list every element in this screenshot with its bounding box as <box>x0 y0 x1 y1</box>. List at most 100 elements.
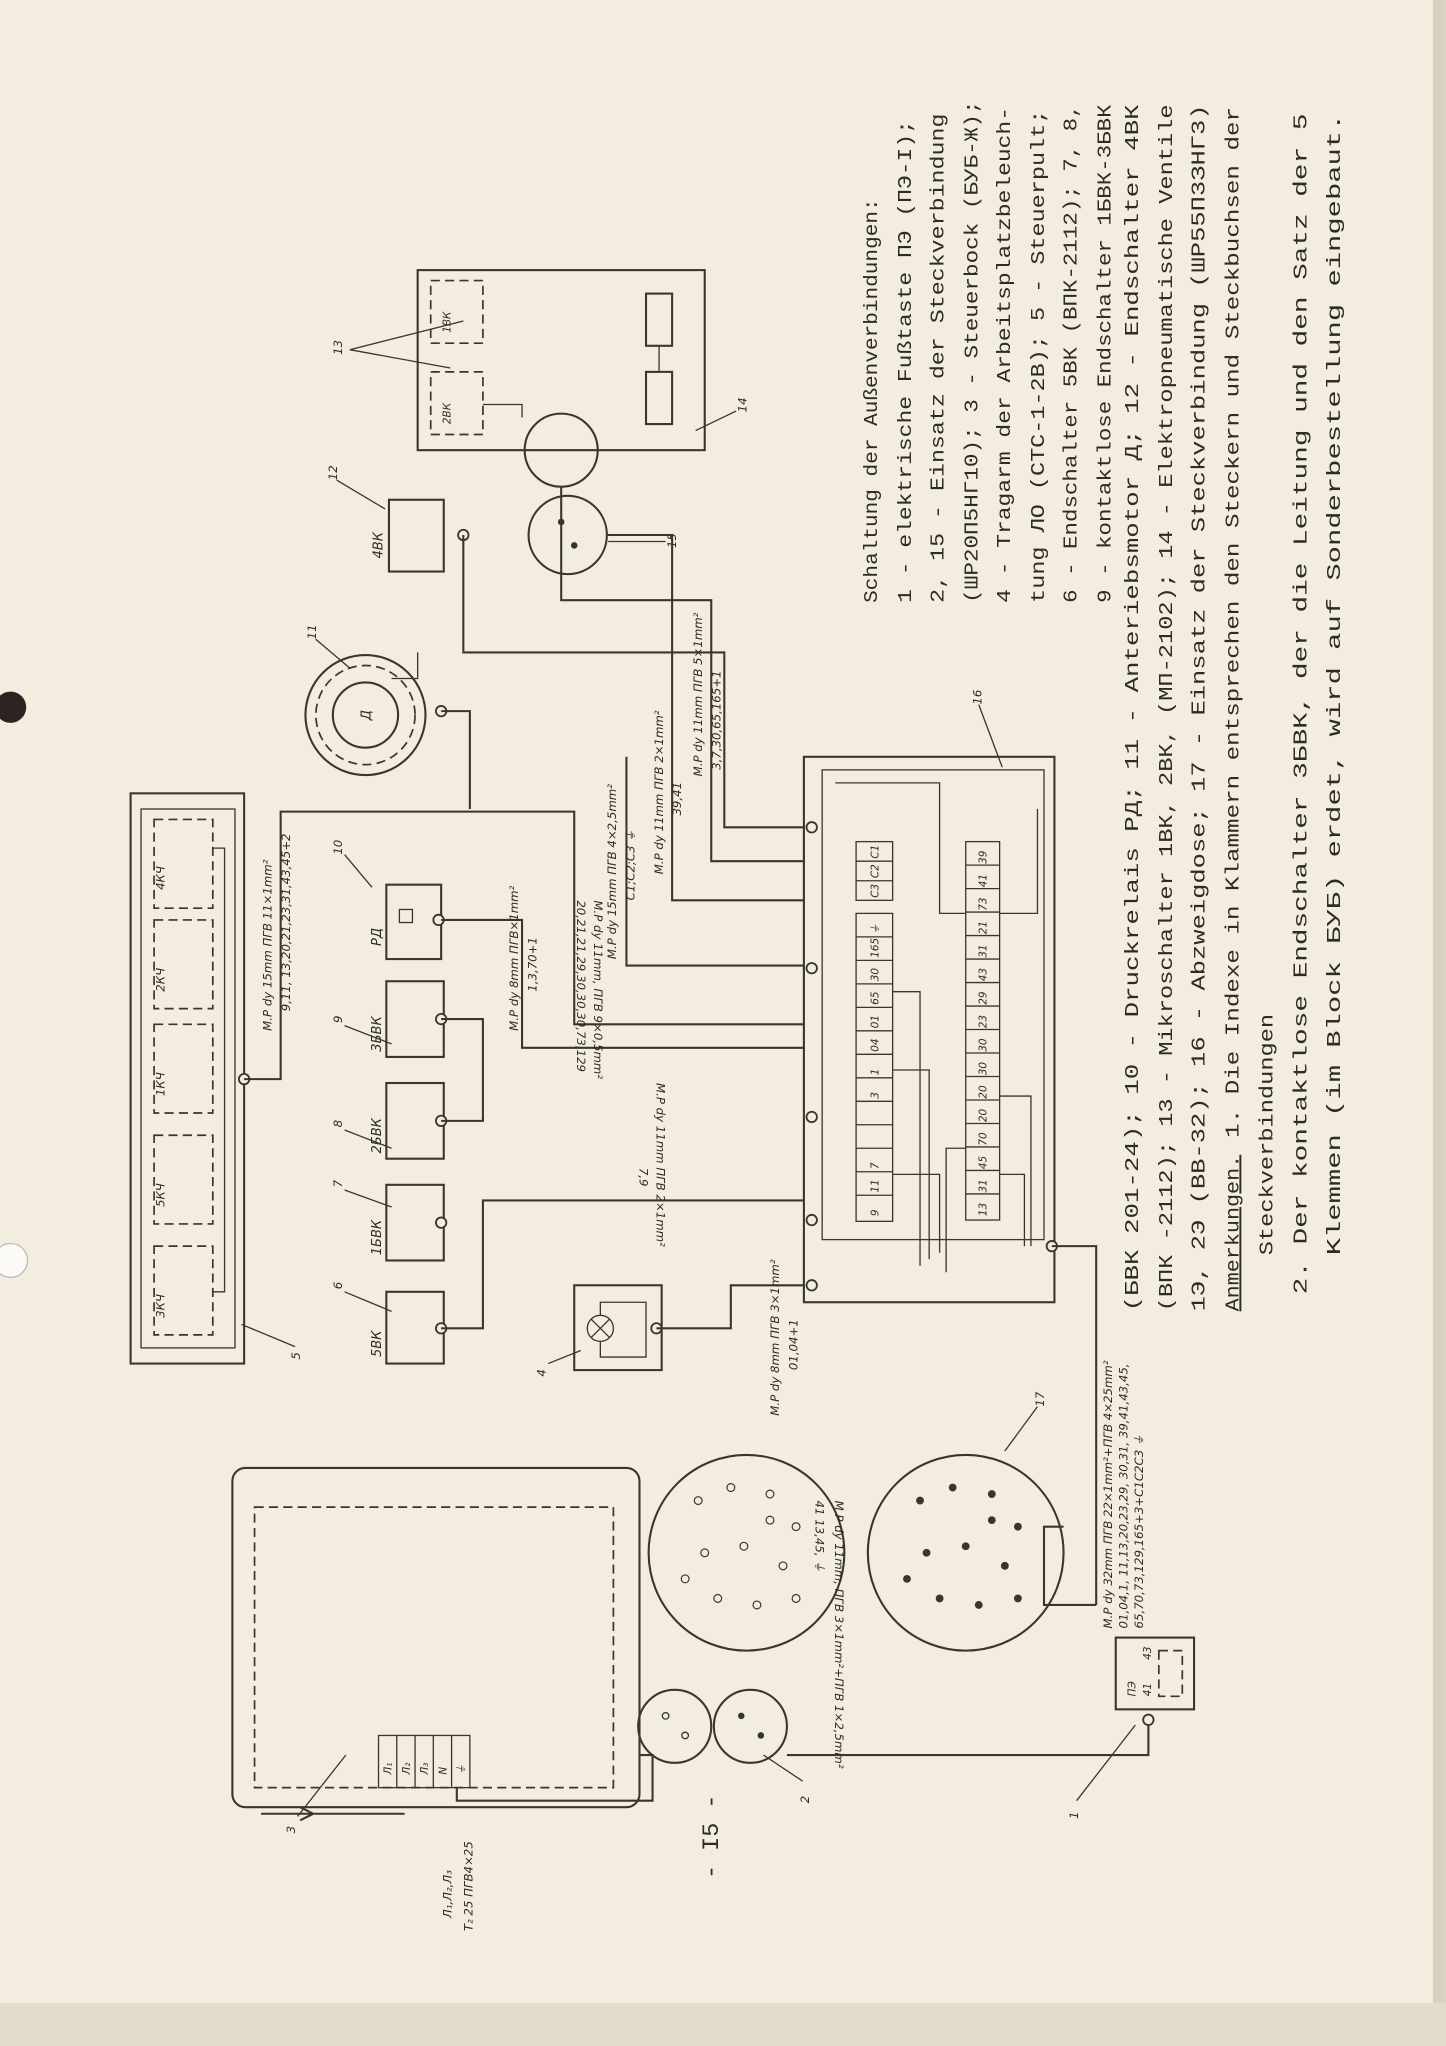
valve-1e <box>644 370 674 426</box>
svg-text:C2: C2 <box>869 864 881 878</box>
kontaktlos-3bbk: 3БВК <box>370 980 448 1058</box>
svg-text:17: 17 <box>1033 1391 1047 1406</box>
svg-text:1БВК: 1БВК <box>370 1219 385 1255</box>
svg-text:43: 43 <box>1142 1646 1154 1659</box>
lamp-tragarm <box>573 1284 663 1372</box>
kontaktlos-2bbk: 2БВК <box>370 1081 448 1160</box>
svg-text:29: 29 <box>978 991 990 1004</box>
svg-text:5ВК: 5ВК <box>370 1330 385 1357</box>
svg-text:01: 01 <box>869 1015 881 1028</box>
svg-text:2: 2 <box>798 1796 812 1803</box>
kontaktlos-1bbk: 1БВК <box>370 1183 448 1262</box>
svg-text:10: 10 <box>331 840 345 855</box>
svg-text:M.P dy 11mm, ПГВ 9×0,5mm²: M.P dy 11mm, ПГВ 9×0,5mm² <box>591 900 605 1079</box>
steuerbock: Л₁ Л₂ Л₃ N ⏚ <box>231 1466 641 1809</box>
svg-text:9,11, 13,20,21,23,31,43,45+2: 9,11, 13,20,21,23,31,43,45+2 <box>279 833 293 1011</box>
svg-text:ПЭ: ПЭ <box>1126 1680 1138 1696</box>
svg-text:3,7,30,65,165+1: 3,7,30,65,165+1 <box>709 670 723 769</box>
svg-text:1: 1 <box>869 1069 881 1076</box>
svg-text:41 13,45, ⏚: 41 13,45, ⏚ <box>813 1501 827 1572</box>
svg-text:7: 7 <box>869 1162 881 1169</box>
svg-text:M.P dy 11mm, ПГВ 3×1mm²+ПГВ 1×: M.P dy 11mm, ПГВ 3×1mm²+ПГВ 1×2,5mm² <box>832 1501 846 1769</box>
svg-text:M.P dy 32mm ПГВ 22×1mm²+ПГВ 4×: M.P dy 32mm ПГВ 22×1mm²+ПГВ 4×25mm² <box>1101 1360 1115 1628</box>
svg-text:Л₃: Л₃ <box>419 1763 431 1776</box>
svg-text:N: N <box>437 1767 449 1775</box>
svg-text:16: 16 <box>970 690 984 705</box>
legend-line: 1 - elektrische Fußtaste ПЭ (ПЭ-I); <box>895 120 917 603</box>
svg-text:13: 13 <box>331 340 345 355</box>
steuerpult: 3КЧ 5КЧ 1КЧ 2КЧ 4КЧ <box>129 792 251 1365</box>
svg-text:⏚: ⏚ <box>869 924 881 934</box>
connector-17-plug <box>647 1453 846 1652</box>
svg-text:20,21,21,29,30,30,30,73,129: 20,21,21,29,30,30,30,73,129 <box>574 900 588 1072</box>
svg-text:65: 65 <box>869 991 881 1005</box>
svg-text:21: 21 <box>978 921 990 934</box>
connector-2 <box>637 1688 788 1764</box>
svg-text:2ВК: 2ВК <box>441 402 453 424</box>
terminal-strip-left: 9 11 7 3 1 04 01 65 30 165 ⏚ <box>855 912 894 1222</box>
fusstaste: ПЭ 41 43 <box>1114 1636 1196 1726</box>
svg-text:30: 30 <box>869 968 881 982</box>
pult-switch-2kch: 2КЧ <box>153 919 214 1010</box>
svg-text:41: 41 <box>1142 1683 1154 1696</box>
endschalter-4bk: 4ВК <box>371 498 470 573</box>
svg-text:165: 165 <box>869 937 881 957</box>
terminal-strip-c: C3 C2 C1 <box>855 840 894 901</box>
svg-text:14: 14 <box>735 397 749 412</box>
svg-text:M.P dy 11mm ПГВ 2×1mm²: M.P dy 11mm ПГВ 2×1mm² <box>652 710 666 874</box>
svg-text:70: 70 <box>978 1132 990 1146</box>
legend-line: (ВПК -2112); 13 - Mikroschalter 1ВК, 2ВК… <box>1156 104 1178 1311</box>
svg-text:20: 20 <box>978 1109 990 1123</box>
svg-text:C1: C1 <box>869 845 881 859</box>
svg-text:5КЧ: 5КЧ <box>154 1183 168 1207</box>
svg-text:01,04+1: 01,04+1 <box>786 1319 800 1370</box>
svg-text:39,41: 39,41 <box>670 782 684 816</box>
legend-line: (ШР20П5НГ10); 3 - Steuerbock (БУБ-Ж); <box>961 100 983 602</box>
legend-line: 1Э, 2Э (ВВ-32); 16 - Abzweigdose; 17 - E… <box>1188 104 1210 1311</box>
note-line: Steckverbindungen <box>1256 1014 1278 1255</box>
svg-text:2БВК: 2БВК <box>370 1117 385 1153</box>
svg-text:31: 31 <box>978 1179 990 1192</box>
antriebsmotor: Д <box>304 652 448 777</box>
pult-switch-4kch: 4КЧ <box>153 818 214 910</box>
svg-text:7: 7 <box>331 1179 345 1187</box>
svg-text:⏚: ⏚ <box>456 1764 468 1774</box>
legend-line: 9 - kontaktlose Endschalter 1БВК-3БВК <box>1095 104 1117 603</box>
svg-text:39: 39 <box>978 851 990 864</box>
svg-text:23: 23 <box>978 1015 990 1028</box>
legend-title: Schaltung der Außenverbindungen: <box>861 198 883 603</box>
legend: Schaltung der Außenverbindungen: 1 - ele… <box>861 100 1346 1311</box>
svg-text:30: 30 <box>978 1038 990 1052</box>
svg-text:8: 8 <box>331 1120 345 1127</box>
cables <box>244 486 1150 1822</box>
svg-text:РД: РД <box>370 928 385 946</box>
legend-line: 6 - Endschalter 5ВК (ВПК-2112); 7, 8, <box>1061 104 1083 602</box>
endschalter-5bk: 5ВК <box>370 1290 448 1365</box>
svg-text:65,70,73,129,165+3+C1C2C3 ⏚: 65,70,73,129,165+3+C1C2C3 ⏚ <box>1132 1434 1146 1628</box>
page-number: - I5 - <box>699 1794 726 1879</box>
pult-switch-5kch: 5КЧ <box>153 1134 214 1225</box>
valve-2e <box>644 292 674 347</box>
note-line: 1. Die Indexe in Klammern entsprechen de… <box>1222 107 1244 1138</box>
svg-text:11: 11 <box>869 1179 881 1192</box>
svg-text:73: 73 <box>978 898 990 911</box>
svg-text:1: 1 <box>1067 1811 1081 1818</box>
svg-text:1,3,70+1: 1,3,70+1 <box>525 937 539 992</box>
svg-text:T₂ 25 ПГВ4×25: T₂ 25 ПГВ4×25 <box>461 1841 475 1931</box>
svg-text:15: 15 <box>665 533 679 548</box>
svg-text:6: 6 <box>331 1282 345 1289</box>
callouts: 1 2 3 4 5 6 7 8 9 10 11 12 13 14 15 16 1… <box>241 320 1136 1833</box>
svg-text:M.P dy 11mm ПГВ 5×1mm²: M.P dy 11mm ПГВ 5×1mm² <box>691 612 705 776</box>
legend-line: tung ЛО (СТС-1-2В); 5 - Steuerpult; <box>1028 110 1050 603</box>
valve-box: 2ВК 1ВК <box>416 269 706 488</box>
svg-text:45: 45 <box>978 1156 990 1170</box>
abzweigdose: 9 11 7 3 1 04 01 65 30 165 ⏚ C3 C2 C1 13… <box>802 755 1058 1304</box>
svg-text:M.P dy 8mm ПГВ×1mm²: M.P dy 8mm ПГВ×1mm² <box>507 885 521 1030</box>
svg-text:3КЧ: 3КЧ <box>154 1294 168 1318</box>
legend-line: 4 - Tragarm der Arbeitsplatzbeleuch- <box>994 107 1016 603</box>
connector-15 <box>527 494 608 576</box>
notes-heading: Anmerkungen. <box>1222 1155 1244 1312</box>
svg-text:01,04,1, 11,13,20,23,29, 30,31: 01,04,1, 11,13,20,23,29, 30,31, 39,41,43… <box>1117 1363 1131 1628</box>
druckrelais-ra: РД <box>370 883 445 961</box>
